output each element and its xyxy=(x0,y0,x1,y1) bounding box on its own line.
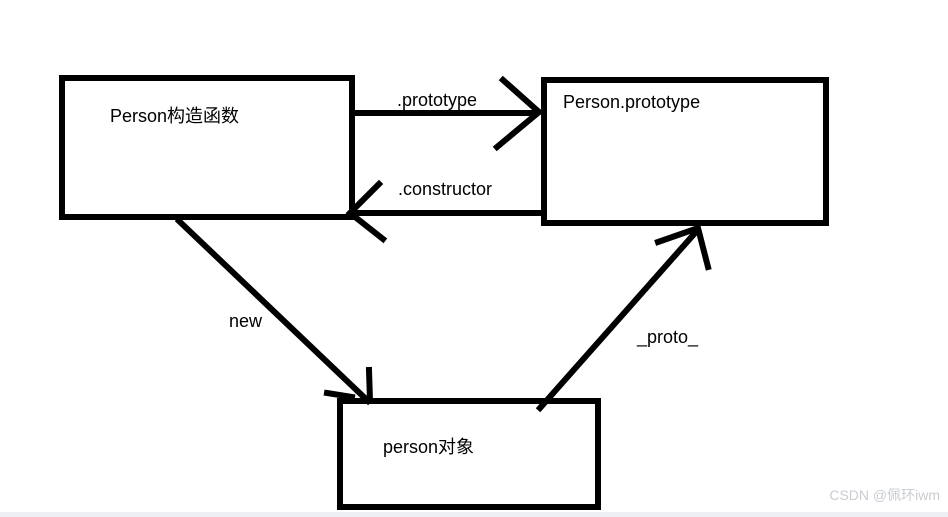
watermark-text: CSDN @佩环iwm xyxy=(829,487,940,503)
edge-label-new: new xyxy=(229,311,263,331)
node-person-constructor: Person构造函数 xyxy=(59,75,355,220)
node-person-instance: person对象 xyxy=(337,398,601,510)
edge-label-proto: _proto_ xyxy=(637,327,699,347)
arrow-new xyxy=(174,216,374,406)
edge-label-prototype: .prototype xyxy=(397,90,478,110)
arrow-proto xyxy=(535,224,712,413)
node-person-prototype-label: Person.prototype xyxy=(563,92,701,112)
node-person-instance-label: person对象 xyxy=(383,437,475,457)
footer-strip xyxy=(0,512,948,517)
edge-label-constructor: .constructor xyxy=(398,179,493,199)
node-person-prototype: Person.prototype xyxy=(541,77,829,226)
node-person-constructor-label: Person构造函数 xyxy=(110,106,240,126)
